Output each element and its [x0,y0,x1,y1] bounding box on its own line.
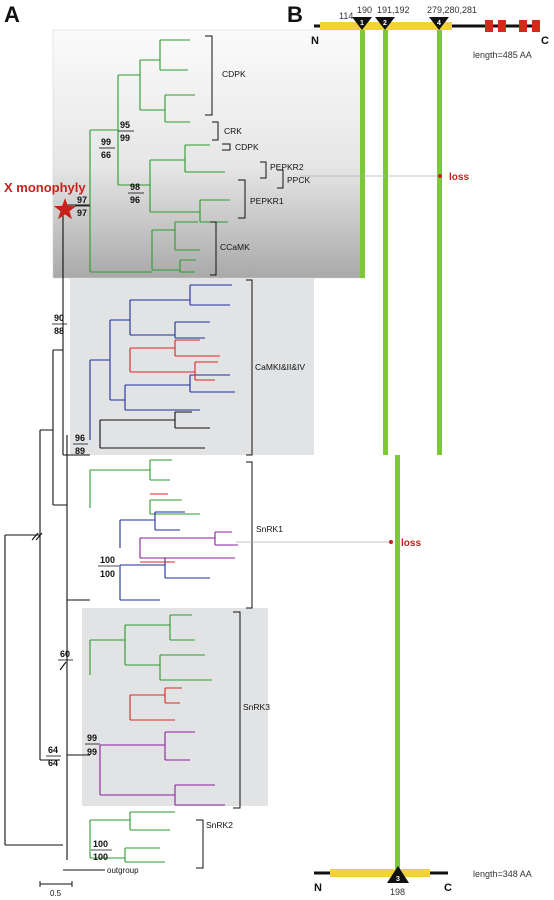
support-top: 99 [101,137,111,147]
protein-top-ef-hand [498,20,506,32]
site-bar-1 [360,30,365,278]
marker-4-label: 4 [437,20,441,27]
site-279-281: 279,280,281 [427,5,477,15]
support-top: 96 [75,433,85,443]
label-cdpk-2: CDPK [235,142,259,152]
support-top: 95 [120,120,130,130]
label-snrk1: SnRK1 [256,524,283,534]
shade-box-camk [70,278,314,455]
support-top: 100 [93,839,108,849]
label-pepkr1: PEPKR1 [250,196,284,206]
marker-1-icon [352,17,372,30]
tree-snrk3-purple [99,731,225,806]
support-bottom: 99 [120,133,130,143]
loss-label-snrk1: loss [401,538,421,549]
protein-bottom-n-terminal: N [314,882,322,894]
protein-bottom-c-terminal: C [444,882,452,894]
clade-labels: CDPK CRK CDPK PEPKR2 PPCK PEPKR1 CCaMK C… [107,69,310,875]
monophyly-label: X monophyly [4,180,86,195]
label-ppck: PPCK [287,175,310,185]
protein-bottom-kinase-domain [330,869,430,877]
label-ccamk: CCaMK [220,242,250,252]
support-bottom: 88 [54,326,64,336]
label-pepkr2: PEPKR2 [270,162,304,172]
scale-label: 0.5 [50,889,62,898]
support-top: 98 [130,182,140,192]
label-outgroup: outgroup [107,866,139,875]
support-bottom: 64 [48,758,58,768]
support-top: 97 [77,195,87,205]
site-190: 190 [357,5,372,15]
support-bottom: 66 [101,150,111,160]
tree-snrk2-green [89,811,175,863]
tree-snrk3-red [129,687,182,721]
support-top: 90 [54,313,64,323]
tree-snrk1-purple [139,531,238,559]
panel-label-a: A [4,2,20,27]
panel-label-b: B [287,2,303,27]
clade-brackets [196,35,284,869]
tree-snrk1-red [140,493,175,563]
site-bar-4 [437,30,442,455]
monophyly-star-icon [53,198,77,220]
protein-top-length: length=485 AA [473,50,532,60]
support-bottom: 99 [87,747,97,757]
tree-camk [89,284,235,440]
site-bar-2 [383,30,388,455]
support-bottom: 96 [130,195,140,205]
support-values: 95 99 99 66 98 96 97 97 90 88 96 89 100 … [46,120,144,862]
phylogenetic-tree [4,39,238,871]
support-top: 60 [60,649,70,659]
marker-2-label: 2 [383,20,387,27]
site-198: 198 [390,887,405,897]
marker-1-label: 1 [360,20,364,27]
support-bottom: 100 [93,852,108,862]
protein-top-ef-hand [485,20,493,32]
label-crk: CRK [224,126,242,136]
tree-snrk1-blue [119,511,210,601]
marker-3-icon [387,866,409,883]
label-snrk3: SnRK3 [243,702,270,712]
loss-label-top: loss [449,172,469,183]
marker-4-icon [429,17,449,30]
tree-snrk1-green [89,459,200,515]
site-bar-3 [395,455,400,870]
support-bottom: 89 [75,446,85,456]
shade-box-snrk3 [82,608,268,806]
support-top: 100 [100,555,115,565]
site-114: 114 [339,11,353,21]
shade-box-top [52,29,364,279]
support-bottom: 100 [100,569,115,579]
protein-top-n-terminal: N [311,35,319,47]
tree-break-marks [31,532,67,671]
loss-marker [389,540,393,544]
site-191-192: 191,192 [377,5,410,15]
tree-camk-red [129,339,220,381]
tree-camk-black [99,411,210,449]
support-top: 99 [87,733,97,743]
support-top: 64 [48,745,58,755]
label-cdpk: CDPK [222,69,246,79]
marker-2-icon [375,17,395,30]
loss-marker [438,174,442,178]
protein-top-ef-hand [532,20,540,32]
protein-top-c-terminal: C [541,35,549,47]
label-snrk2: SnRK2 [206,820,233,830]
protein-bottom-length: length=348 AA [473,869,532,879]
tree-snrk3-green [89,614,212,681]
tree-backbone [4,204,90,860]
tree-green-top [89,39,230,273]
label-camk: CaMKI&II&IV [255,362,305,372]
support-bottom: 97 [77,208,87,218]
protein-top-ef-hand [519,20,527,32]
marker-3-label: 3 [396,876,400,883]
